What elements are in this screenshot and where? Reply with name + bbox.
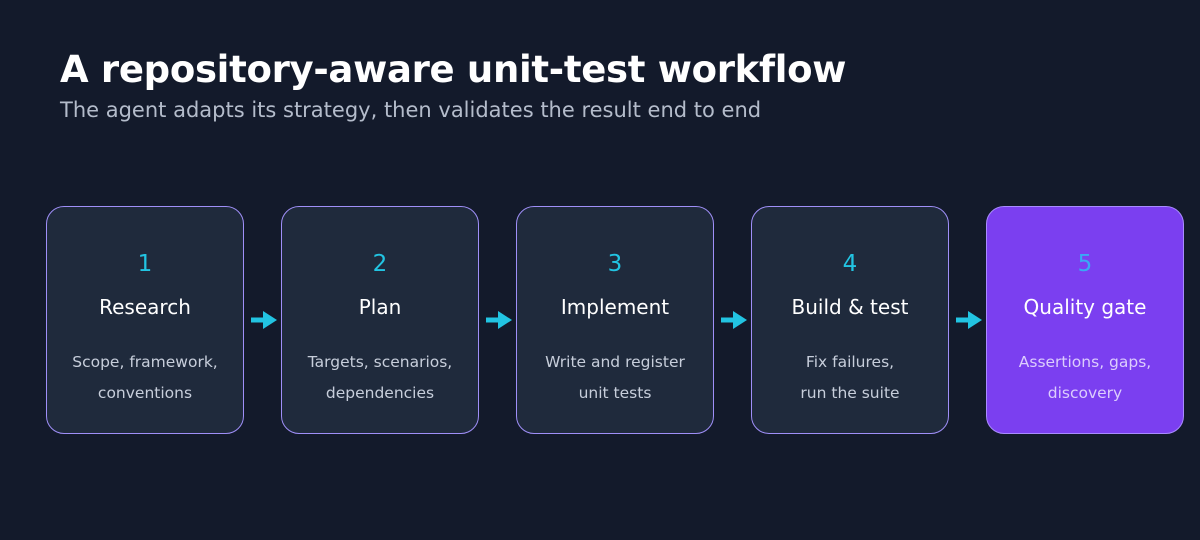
step-number: 5 [1077,251,1093,277]
step-description-line: run the suite [800,384,900,402]
step-name: Research [99,295,191,319]
step-description-line: dependencies [325,384,435,402]
step-description: Assertions, gaps, discovery [995,347,1175,409]
step-description-line: unit tests [578,384,652,402]
step-name: Build & test [791,295,909,319]
step-description-line: Targets, scenarios, [307,353,453,371]
step-name: Quality gate [1023,295,1147,319]
step-card-build-and-test: 4 Build & test Fix failures, run the sui… [751,206,949,434]
step-description: Targets, scenarios, dependencies [290,347,470,409]
step-description-line: Scope, framework, [72,353,218,371]
step-number: 4 [842,251,858,277]
arrow-right-icon [251,311,277,329]
step-card-research: 1 Research Scope, framework, conventions [46,206,244,434]
step-description-line: Write and register [545,353,685,371]
step-name: Plan [358,295,402,319]
step-description-line: discovery [1047,384,1123,402]
step-description: Scope, framework, conventions [55,347,235,409]
step-name: Implement [560,295,670,319]
arrow-right-icon [486,311,512,329]
step-number: 3 [607,251,623,277]
step-description: Fix failures, run the suite [760,347,940,409]
step-card-plan: 2 Plan Targets, scenarios, dependencies [281,206,479,434]
step-description-line: Fix failures, [805,353,895,371]
arrow-right-icon [721,311,747,329]
step-card-quality-gate: 5 Quality gate Assertions, gaps, discove… [986,206,1184,434]
step-card-implement: 3 Implement Write and register unit test… [516,206,714,434]
step-description-line: Assertions, gaps, [1018,353,1152,371]
arrow-right-icon [956,311,982,329]
step-description: Write and register unit tests [525,347,705,409]
step-description-line: conventions [97,384,193,402]
diagram-subtitle: The agent adapts its strategy, then vali… [60,98,762,122]
step-number: 2 [372,251,388,277]
step-number: 1 [137,251,153,277]
diagram-title: A repository-aware unit-test workflow [60,48,847,91]
